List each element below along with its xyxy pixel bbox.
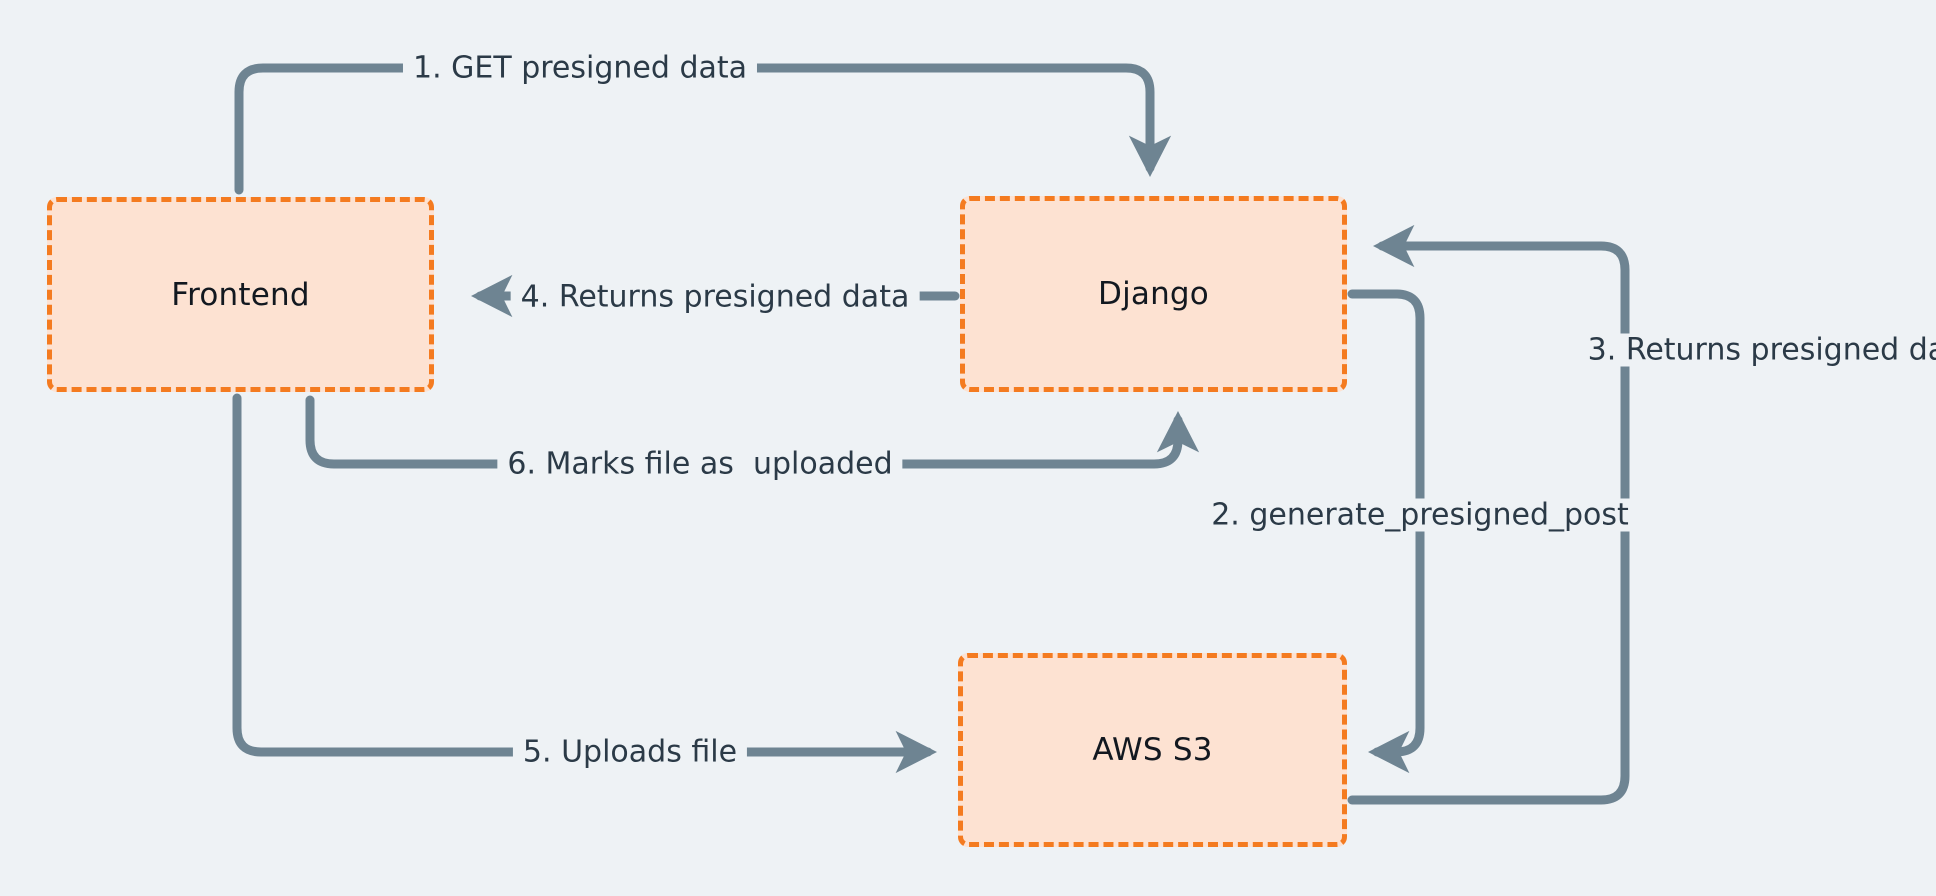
node-django[interactable]: Django — [960, 196, 1347, 392]
edge-path-5 — [232, 393, 938, 774]
node-frontend-label: Frontend — [171, 276, 310, 313]
edge-path-1 — [234, 63, 1172, 195]
edge-label-5: 5. Uploads file — [512, 735, 748, 769]
edge-label-4: 4. Returns presigned data — [510, 280, 920, 314]
edge-label-1: 1. GET presigned data — [402, 51, 758, 85]
edge-label-6: 6. Marks file as uploaded — [497, 447, 903, 481]
node-aws-s3[interactable]: AWS S3 — [958, 653, 1347, 847]
node-frontend[interactable]: Frontend — [47, 197, 434, 392]
edge-label-3: 3. Returns presigned data — [1577, 333, 1936, 367]
node-django-label: Django — [1098, 276, 1209, 312]
edge-label-2: 2. generate_presigned_post — [1201, 498, 1639, 532]
node-aws-s3-label: AWS S3 — [1092, 732, 1213, 768]
